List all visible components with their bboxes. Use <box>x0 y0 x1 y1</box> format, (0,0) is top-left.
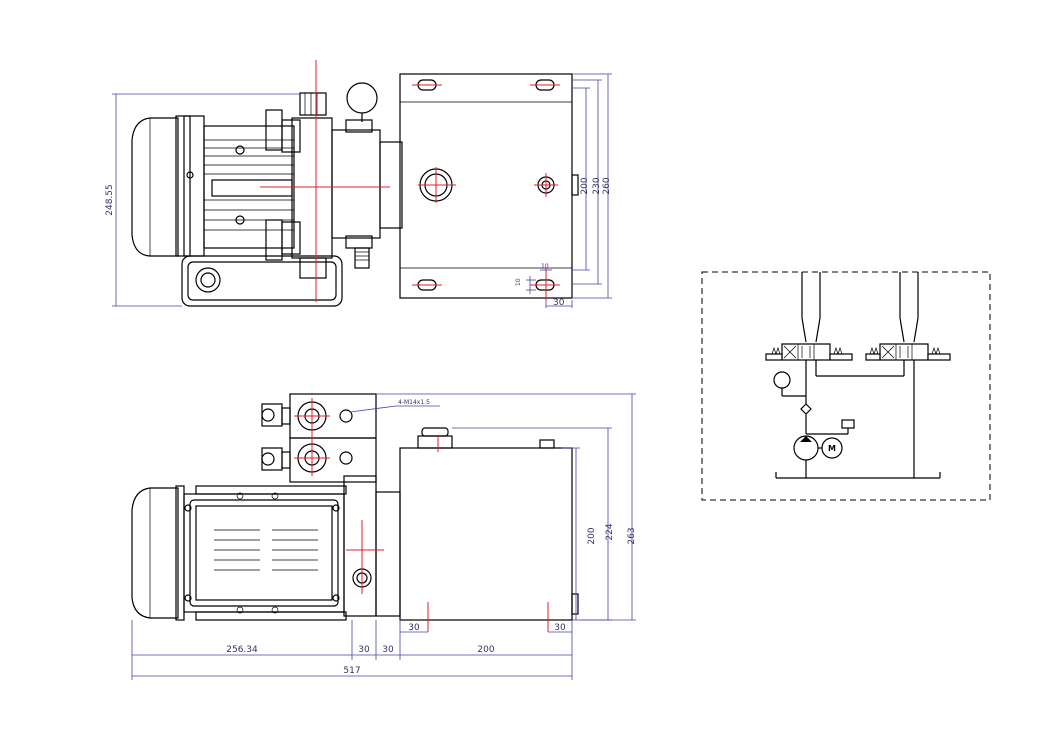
dim-front-517: 517 <box>343 666 360 676</box>
hydraulic-schematic: M <box>701 271 991 501</box>
dim-top-248: 248.55 <box>105 184 115 216</box>
dim-front-30a: 30 <box>358 645 370 655</box>
dim-top-10h: 10 <box>541 263 549 270</box>
dim-front-263: 263 <box>627 527 637 544</box>
front-view: 4-M14x1.5 200 224 263 256.34 <box>131 393 637 680</box>
dim-top-30: 30 <box>553 298 565 308</box>
motor-symbol <box>821 437 843 459</box>
dim-front-224: 224 <box>605 523 615 540</box>
dim-top-10v: 10 <box>515 278 522 286</box>
dim-front-200-bottom: 200 <box>477 645 494 655</box>
dim-front-30-left: 30 <box>408 623 420 633</box>
dim-top-230: 230 <box>592 177 602 194</box>
dim-front-200: 200 <box>587 527 597 544</box>
dim-front-256: 256.34 <box>226 645 258 655</box>
top-view: 248.55 200 230 260 10 10 30 <box>105 60 612 308</box>
dim-front-30b: 30 <box>382 645 394 655</box>
dim-top-260: 260 <box>602 177 612 194</box>
dim-top-200: 200 <box>580 177 590 194</box>
thread-label: 4-M14x1.5 <box>398 399 430 406</box>
motor-label: M <box>828 444 836 453</box>
dim-front-30-right: 30 <box>554 623 566 633</box>
